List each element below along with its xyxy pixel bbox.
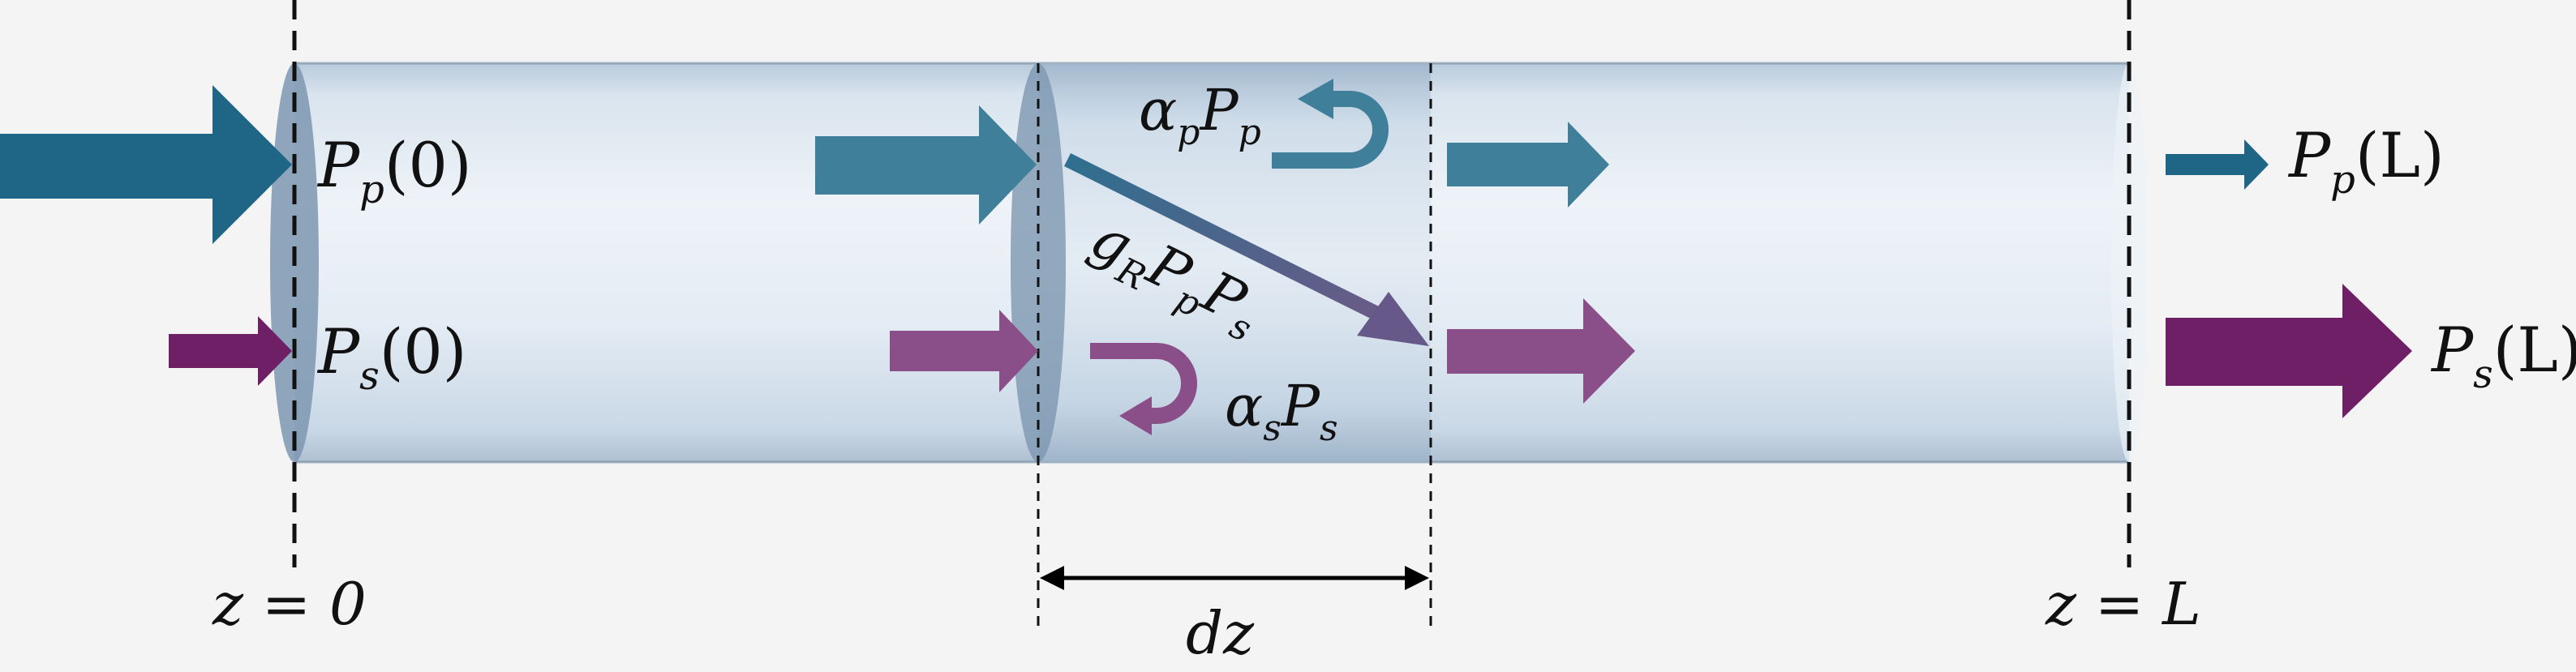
pump-loss-arrowhead — [1298, 79, 1333, 119]
signal-loss-arrow — [1090, 343, 1197, 435]
dz-dimension — [1040, 566, 1429, 590]
raman-gain-arrow — [1063, 152, 1429, 346]
dz-arrowhead-left — [1040, 566, 1064, 590]
pump-loss-label: αpPp — [1139, 77, 1261, 153]
pump-loss-arrow — [1272, 79, 1389, 169]
z0-label: z = 0 — [212, 570, 367, 638]
signal-loss-arrowhead — [1119, 396, 1152, 435]
signal-loss-curve — [1090, 343, 1197, 424]
dz-segment — [1038, 63, 1431, 462]
segment-pump-in-arrow — [815, 105, 1037, 225]
zL-label: z = L — [2045, 570, 2201, 638]
pump-input-arrow — [0, 85, 292, 244]
segment-pump-out-arrow — [1447, 122, 1609, 208]
signal-loss-label: αsPs — [1225, 373, 1338, 449]
dz-label: dz — [1186, 599, 1255, 667]
raman-gain-arrowhead — [1357, 292, 1429, 346]
segment-signal-out-arrow — [1447, 298, 1635, 404]
pump-loss-curve — [1272, 91, 1389, 169]
signal-output-label: Ps(L) — [2430, 314, 2576, 397]
signal-output-arrow — [2166, 284, 2412, 418]
segment-signal-in-arrow — [890, 310, 1038, 392]
pump-output-label: Pp(L) — [2287, 119, 2445, 203]
reference-lines — [292, 0, 2132, 632]
pump-input-label: Pp(0) — [316, 129, 472, 212]
pump-output-arrow — [2166, 139, 2269, 190]
raman-gain-shaft — [1063, 152, 1388, 324]
signal-input-arrow — [169, 316, 292, 386]
dz-arrowhead-right — [1405, 566, 1429, 590]
signal-input-label: Ps(0) — [316, 315, 466, 399]
